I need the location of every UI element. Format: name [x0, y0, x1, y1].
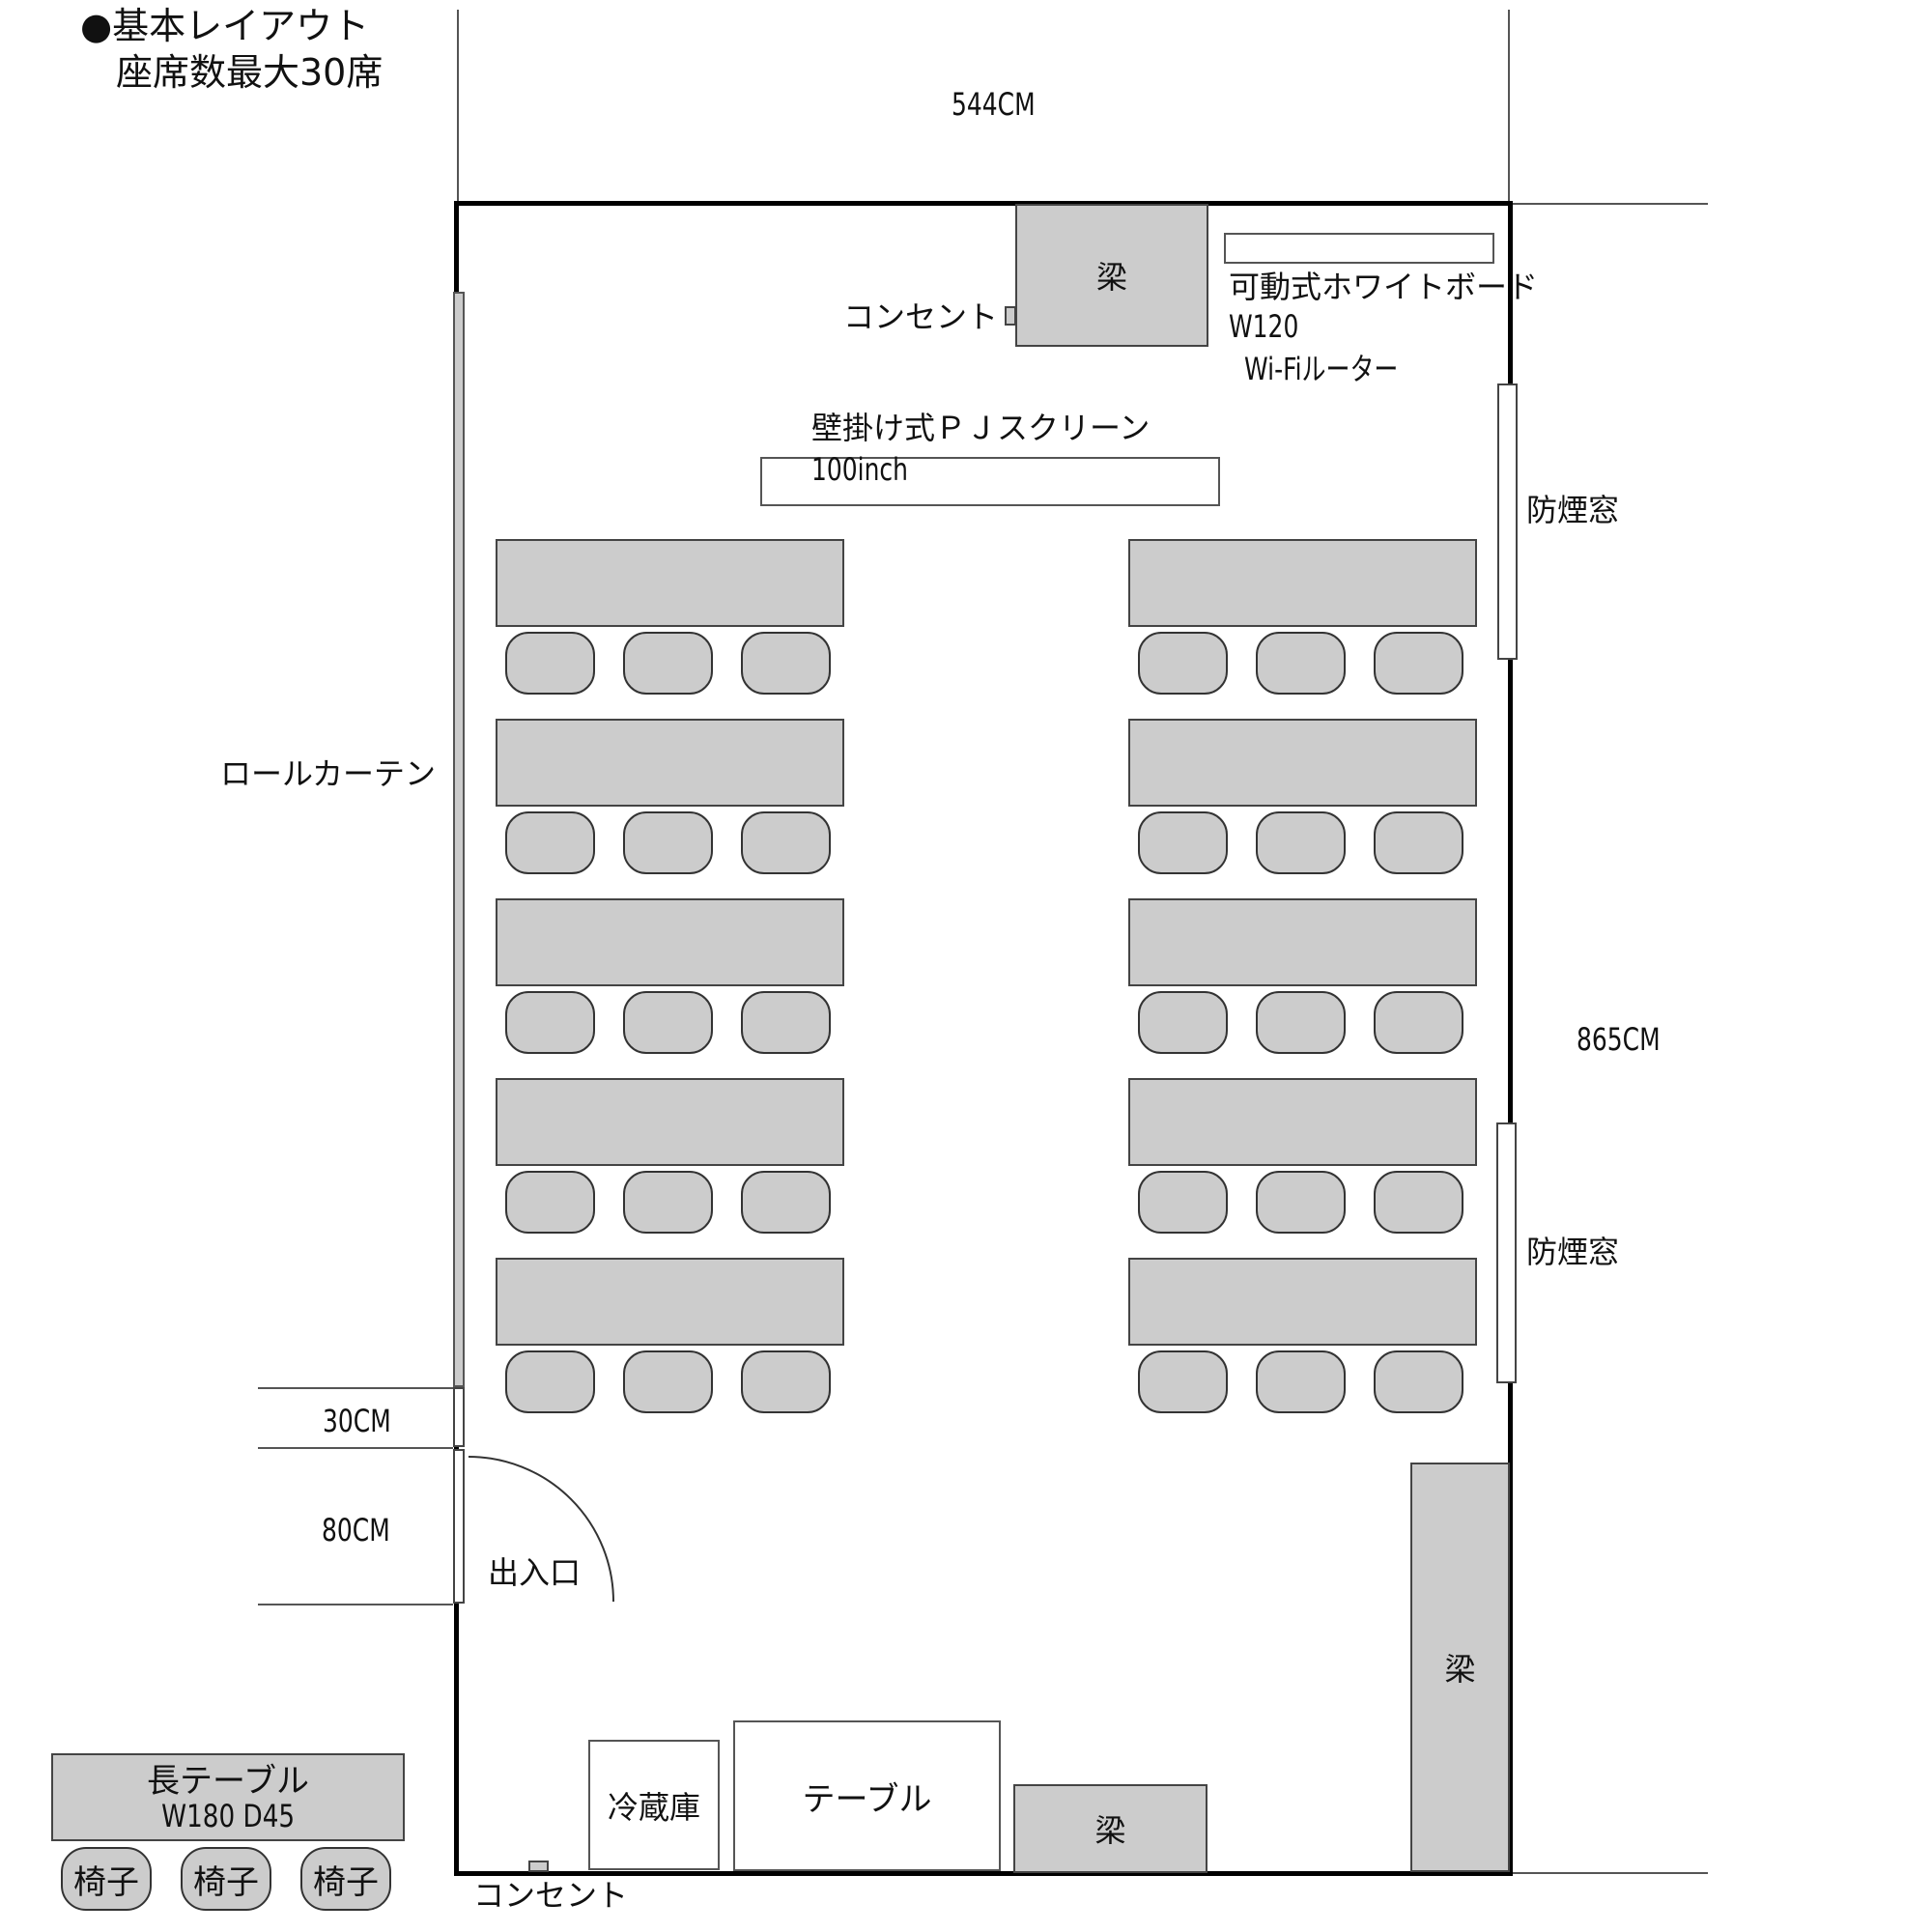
chair-left-5-1	[505, 1350, 595, 1413]
chair-left-1-3	[741, 632, 831, 695]
chair-right-4-1	[1138, 1171, 1228, 1234]
chair-right-1-3	[1374, 632, 1463, 695]
side-table-label: テーブル	[802, 1779, 932, 1819]
whiteboard-label: 可動式ホワイトボード	[1229, 269, 1539, 305]
chair-left-4-2	[623, 1171, 713, 1234]
layout-title: ●基本レイアウト	[80, 5, 370, 47]
smoke-window-2	[1496, 1122, 1517, 1383]
chair-right-5-1	[1138, 1350, 1228, 1413]
outlet-top-label: コンセント	[843, 298, 999, 335]
width-dimension-left-line	[457, 10, 459, 214]
desk-left-3	[496, 898, 844, 986]
legend-chair-3: 椅子	[300, 1847, 391, 1911]
legend-table-size: W180 D45	[161, 1798, 295, 1835]
beam-bottom: 梁	[1013, 1784, 1208, 1873]
roll-curtain-label: ロールカーテン	[220, 755, 437, 792]
gap-dimension-label: 30CM	[323, 1403, 391, 1439]
chair-left-5-2	[623, 1350, 713, 1413]
chair-left-5-3	[741, 1350, 831, 1413]
smoke-window-1-label: 防煙窓	[1526, 492, 1620, 528]
depth-dimension-label: 865CM	[1577, 1021, 1661, 1058]
depth-dimension-bottom-line	[1510, 1872, 1708, 1874]
smoke-window-2-label: 防煙窓	[1526, 1234, 1620, 1270]
desk-right-5	[1128, 1258, 1477, 1346]
whiteboard	[1224, 233, 1494, 264]
chair-right-4-2	[1256, 1171, 1346, 1234]
width-dimension-right-line	[1508, 10, 1510, 214]
chair-right-2-3	[1374, 811, 1463, 874]
beam-bottom-label: 梁	[1094, 1812, 1126, 1849]
chair-right-1-2	[1256, 632, 1346, 695]
legend-table-name: 長テーブル	[147, 1761, 309, 1801]
chair-left-2-3	[741, 811, 831, 874]
chair-left-1-2	[623, 632, 713, 695]
gap-dimension-top-line	[258, 1387, 453, 1389]
chair-left-4-1	[505, 1171, 595, 1234]
whiteboard-size: W120	[1229, 308, 1299, 345]
desk-right-4	[1128, 1078, 1477, 1166]
desk-left-5	[496, 1258, 844, 1346]
door-dimension-label: 80CM	[322, 1512, 390, 1548]
beam-top: 梁	[1015, 204, 1208, 347]
chair-left-2-2	[623, 811, 713, 874]
seat-capacity: 座席数最大30席	[116, 51, 384, 94]
refrigerator-label: 冷蔵庫	[607, 1788, 700, 1826]
chair-left-1-1	[505, 632, 595, 695]
chair-right-1-1	[1138, 632, 1228, 695]
depth-dimension-top-line	[1510, 203, 1708, 205]
chair-right-2-1	[1138, 811, 1228, 874]
wifi-router-label: Wi-Fiルーター	[1244, 351, 1399, 387]
desk-right-3	[1128, 898, 1477, 986]
entrance-door-panel[interactable]	[453, 1449, 465, 1604]
desk-left-4	[496, 1078, 844, 1166]
desk-right-2	[1128, 719, 1477, 807]
entrance-label: 出入口	[488, 1554, 582, 1591]
chair-left-3-1	[505, 991, 595, 1054]
roll-curtain	[453, 292, 465, 1387]
door-dimension-bottom-line	[258, 1604, 453, 1605]
legend-chair-1: 椅子	[61, 1847, 152, 1911]
beam-right: 梁	[1410, 1463, 1510, 1872]
desk-left-2	[496, 719, 844, 807]
chair-right-5-3	[1374, 1350, 1463, 1413]
smoke-window-1	[1497, 384, 1518, 660]
chair-left-3-2	[623, 991, 713, 1054]
legend-chair-2: 椅子	[181, 1847, 271, 1911]
chair-right-4-3	[1374, 1171, 1463, 1234]
width-dimension-label: 544CM	[952, 86, 1036, 123]
projector-screen-label: 壁掛け式ＰＪスクリーン	[811, 410, 1151, 446]
chair-right-3-2	[1256, 991, 1346, 1054]
chair-right-3-3	[1374, 991, 1463, 1054]
door-swing-arc	[468, 1456, 614, 1603]
legend-chair-1-label: 椅子	[73, 1862, 139, 1902]
chair-right-5-2	[1256, 1350, 1346, 1413]
legend-long-table: 長テーブル W180 D45	[51, 1753, 405, 1841]
projector-screen	[760, 457, 1220, 506]
desk-right-1	[1128, 539, 1477, 627]
beam-top-label: 梁	[1095, 259, 1127, 296]
outlet-bottom-icon	[528, 1861, 549, 1872]
chair-left-4-3	[741, 1171, 831, 1234]
side-table: テーブル	[733, 1720, 1001, 1871]
beam-right-label: 梁	[1444, 1651, 1476, 1688]
desk-left-1	[496, 539, 844, 627]
outlet-bottom-label: コンセント	[473, 1877, 629, 1914]
chair-left-3-3	[741, 991, 831, 1054]
chair-right-3-1	[1138, 991, 1228, 1054]
gap-dimension-bottom-line	[258, 1447, 453, 1449]
room-walls	[454, 201, 1513, 1876]
legend-chair-2-label: 椅子	[193, 1862, 259, 1902]
chair-left-2-1	[505, 811, 595, 874]
outlet-top-icon	[1005, 306, 1016, 326]
refrigerator: 冷蔵庫	[588, 1740, 720, 1870]
chair-right-2-2	[1256, 811, 1346, 874]
projector-screen-size: 100inch	[811, 451, 908, 488]
legend-chair-3-label: 椅子	[313, 1862, 379, 1902]
wall-gap-segment	[453, 1387, 465, 1447]
